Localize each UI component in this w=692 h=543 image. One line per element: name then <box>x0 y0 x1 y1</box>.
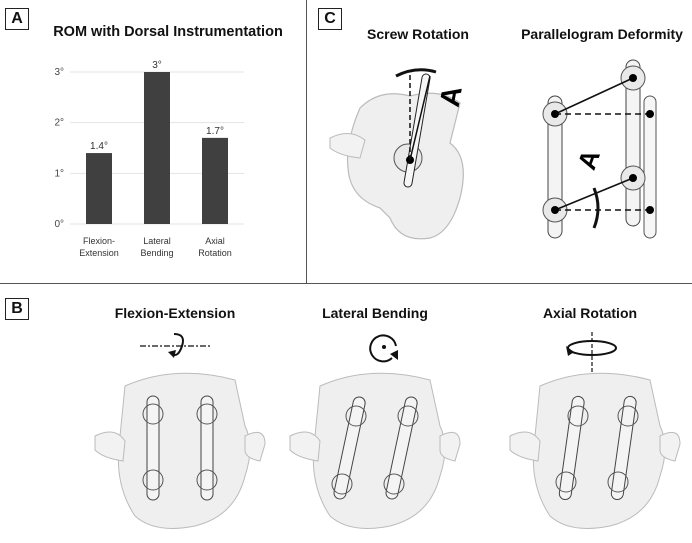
bar <box>86 153 112 224</box>
angle-arc <box>592 187 600 229</box>
data-label: 1.7° <box>206 126 224 137</box>
spine-model-axial <box>509 372 681 529</box>
category-label: Flexion- <box>83 236 115 246</box>
y-tick-label: 1° <box>54 168 64 179</box>
panel-b-label: B <box>5 298 29 320</box>
screw-rotation-illustration: A <box>329 68 468 240</box>
rod <box>200 395 214 501</box>
spine-model-lateral <box>289 372 461 529</box>
motion-label-flexion: Flexion-Extension <box>114 305 236 321</box>
y-tick-label: 0° <box>54 219 64 230</box>
rod <box>333 396 366 500</box>
rod <box>610 395 637 501</box>
category-label: Bending <box>140 248 173 258</box>
parallelogram-illustration: A <box>542 59 657 239</box>
parallelogram-title: Parallelogram Deformity <box>521 26 683 42</box>
bar <box>144 72 170 224</box>
motion-label-lateral: Lateral Bending <box>322 305 428 321</box>
motion-label-axial: Axial Rotation <box>542 305 638 321</box>
y-tick-label: 3° <box>54 67 64 78</box>
angle-symbol: A <box>434 84 468 109</box>
bar <box>202 137 228 224</box>
data-label: 3° <box>152 60 162 71</box>
angle-symbol: A <box>571 145 606 173</box>
category-label: Lateral <box>143 236 171 246</box>
screw-rotation-title: Screw Rotation <box>367 26 469 42</box>
category-label: Rotation <box>198 248 232 258</box>
right-rod <box>643 95 657 239</box>
panel-c-label: C <box>318 8 342 30</box>
rod <box>558 395 585 501</box>
data-label: 1.4° <box>90 141 108 152</box>
flexion-extension-icon <box>140 333 212 358</box>
horizontal-divider <box>0 283 692 284</box>
rom-bar-chart: 0° 1° 2° 3° 1.4° Flexion- Extension 3° LateralBe… <box>54 60 244 258</box>
spine-model-flexion <box>94 372 266 529</box>
rod <box>146 395 160 501</box>
angle-arc <box>395 68 437 78</box>
category-label: Extension <box>79 248 119 258</box>
category-label: Axial <box>205 236 225 246</box>
axial-rotation-icon <box>566 332 617 372</box>
y-tick-label: 2° <box>54 118 64 129</box>
rod <box>385 396 418 500</box>
vertical-divider <box>306 0 307 283</box>
chart-title: ROM with Dorsal Instrumentation <box>53 24 283 40</box>
panel-a-label: A <box>5 8 29 30</box>
lateral-bending-icon <box>369 334 398 363</box>
